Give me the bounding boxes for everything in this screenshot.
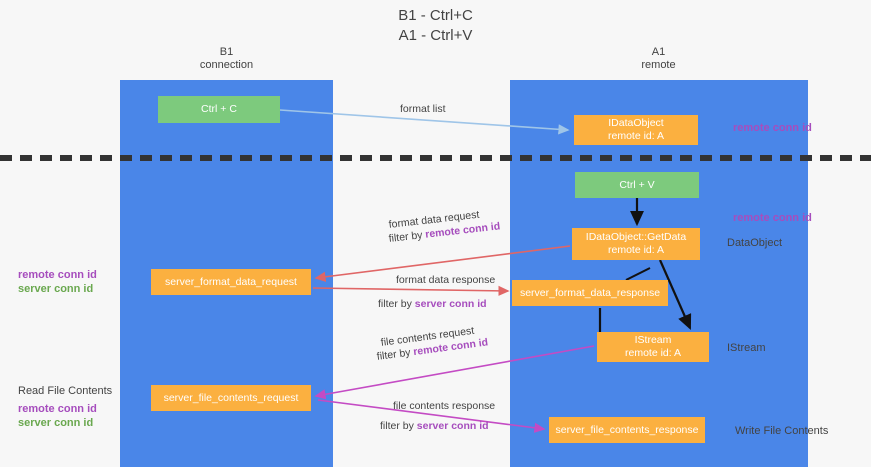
node-getdata-label: IDataObject::GetData [585,231,687,243]
node-sfdreq-label: server_format_data_request [165,275,297,288]
diagram-title: B1 - Ctrl+C A1 - Ctrl+V [398,7,473,44]
lane-a1-title: A1 remote [641,46,676,71]
node-idataobject-label: IDataObject [608,117,664,129]
node-getdata-sub: remote id: A [607,244,665,256]
note-left-server-conn-id-mid: server conn id [18,283,94,295]
note-dataobject: DataObject [727,237,783,249]
node-ctrl-c[interactable]: Ctrl + C [158,96,280,123]
note-left-remote-conn-id-low: remote conn id [18,403,97,415]
filter-key-server-conn-id: server conn id [416,420,489,432]
filter-prefix: filter by [380,420,417,432]
arrow-format-data-response [312,285,510,296]
node-idataobject-getdata[interactable]: IDataObject::GetData remote id: A [572,228,700,260]
node-ctrl-v-label: Ctrl + V [619,178,655,191]
node-istream-sub: remote id: A [624,347,682,359]
node-ctrl-c-label: Ctrl + C [201,103,237,115]
note-left-remote-conn-id-mid: remote conn id [18,269,97,281]
node-server-format-data-request[interactable]: server_format_data_request [151,269,311,295]
note-left-conn-ids-mid: remote conn id server conn id [18,268,97,296]
filter-prefix: filter by [376,346,415,363]
node-idataobject[interactable]: IDataObject remote id: A [574,115,698,145]
edge-label-file-contents-response: file contents response [393,400,496,412]
edge-label-format-data-response: format data response [396,274,496,286]
node-server-format-data-response[interactable]: server_format_data_response [512,280,668,306]
lane-b1-title: B1 connection [199,46,254,71]
edge-label-format-list: format list [400,103,446,115]
note-read-file-contents: Read File Contents [18,385,113,397]
filter-key-server-conn-id: server conn id [414,298,487,310]
note-remote-conn-id-top: remote conn id [733,122,812,134]
note-istream: IStream [727,342,766,354]
node-idataobject-sub: remote id: A [607,130,665,142]
node-server-file-contents-request[interactable]: server_file_contents_request [151,385,311,411]
note-write-file-contents: Write File Contents [735,425,829,437]
node-server-file-contents-response[interactable]: server_file_contents_response [549,417,705,443]
node-sfcresp-label: server_file_contents_response [555,423,699,436]
note-remote-conn-id-mid: remote conn id [733,212,812,224]
note-left-server-conn-id-low: server conn id [18,417,94,429]
filter-prefix: filter by [378,298,415,310]
node-sfcreq-label: server_file_contents_request [163,391,299,404]
filter-prefix: filter by [388,228,427,245]
section-divider [0,155,871,161]
edge-label-file-contents-response-filter: filter by server conn id [380,419,489,433]
node-istream[interactable]: IStream remote id: A [597,332,709,362]
node-sfdresp-label: server_format_data_response [519,286,661,299]
node-ctrl-v[interactable]: Ctrl + V [575,172,699,198]
node-istream-label: IStream [634,334,672,346]
note-left-read-file-contents: Read File Contents remote conn id server… [18,384,112,430]
edge-label-format-data-response-filter: filter by server conn id [378,297,487,311]
